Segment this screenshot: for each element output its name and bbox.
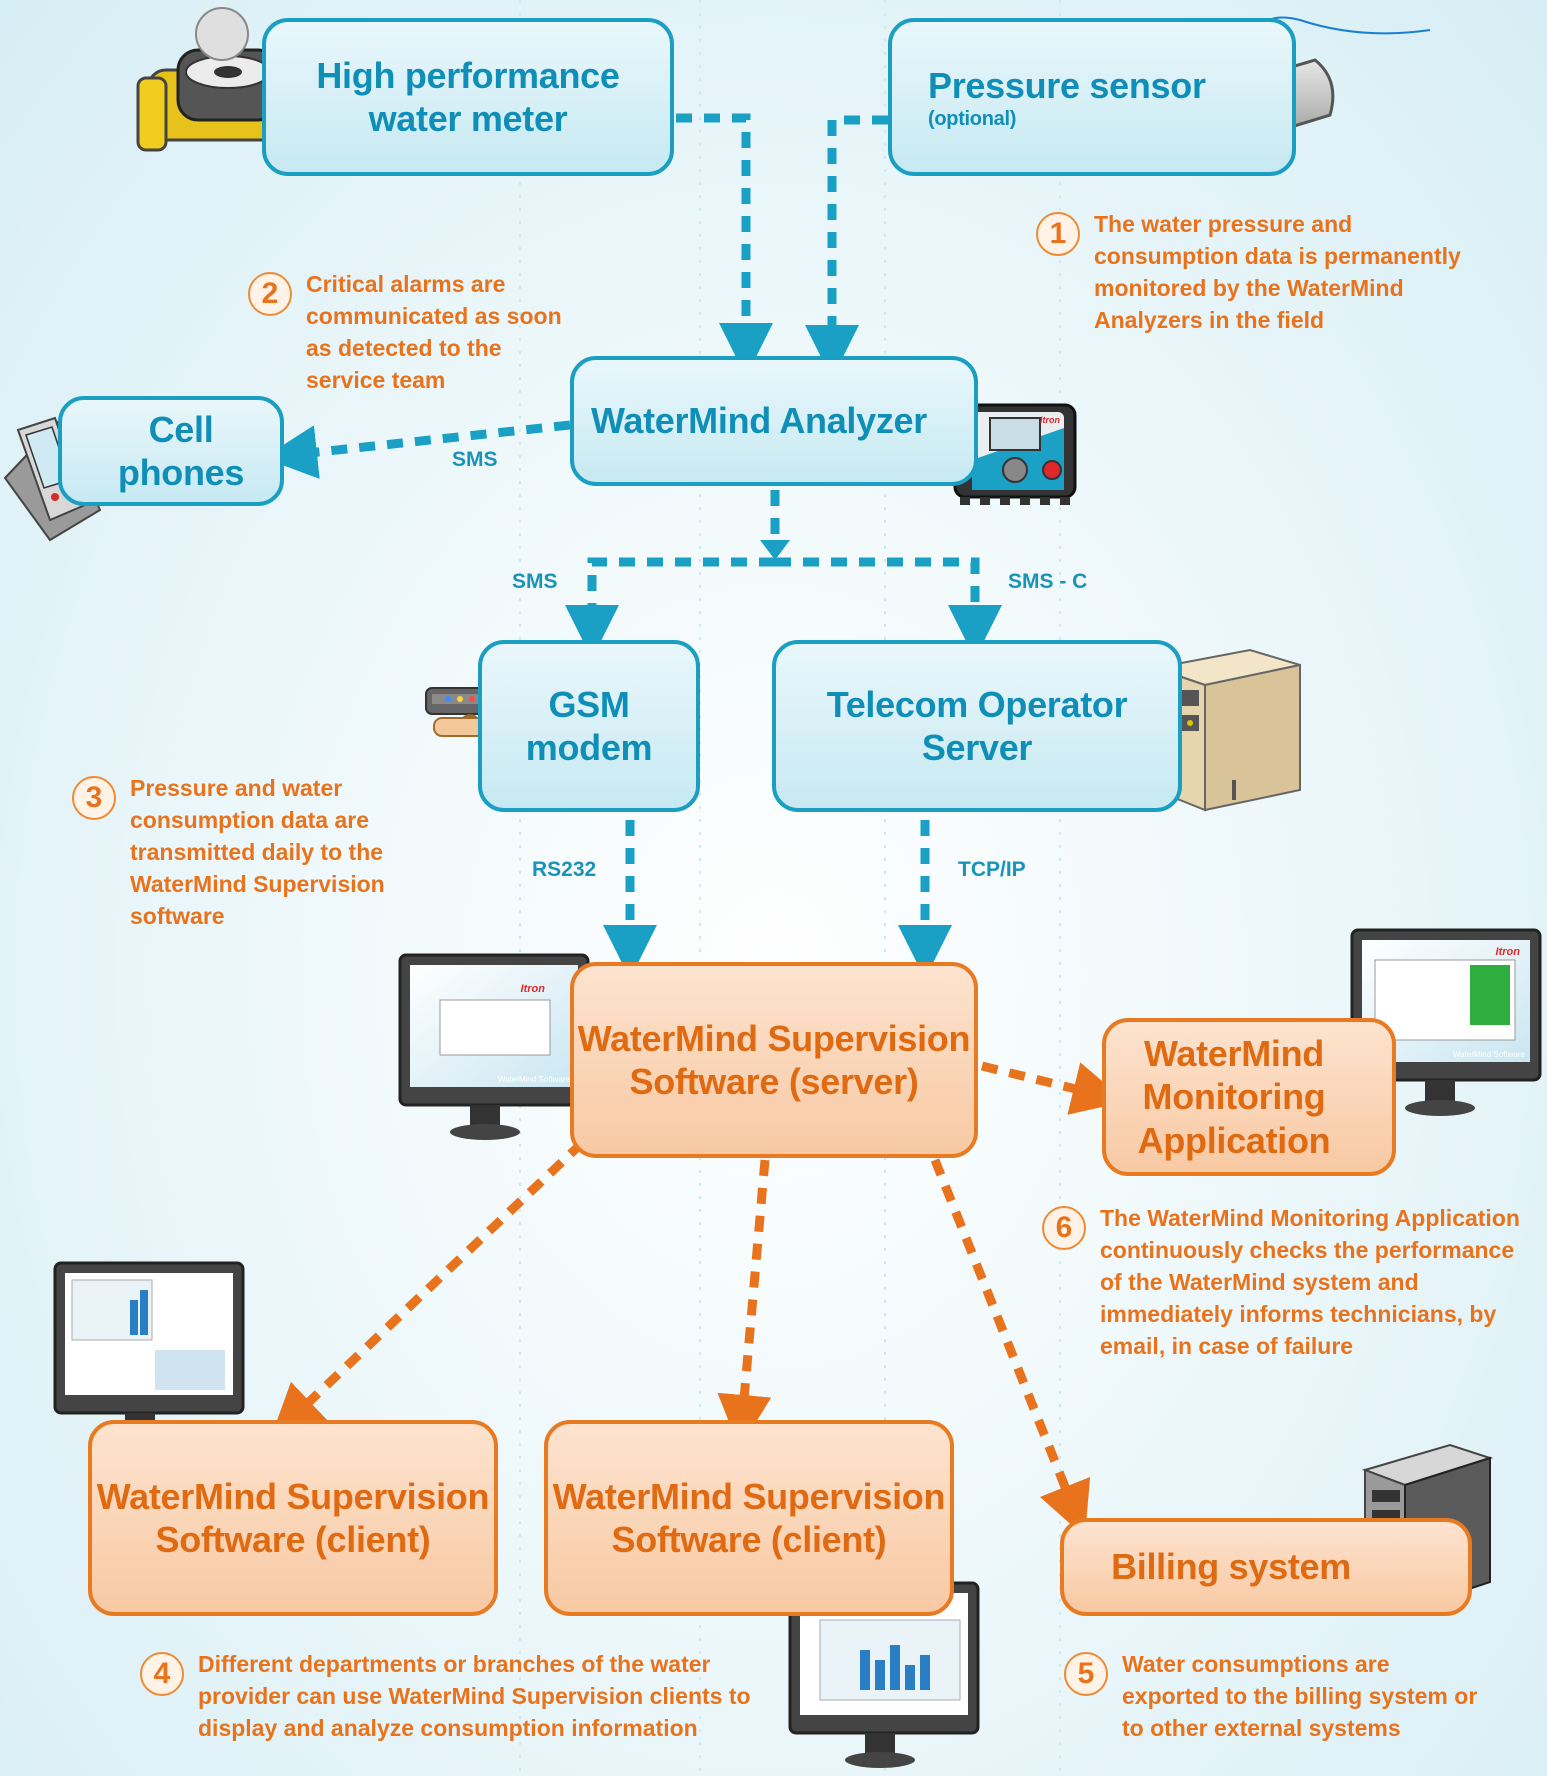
step-2-line: communicated as soon [306,303,562,329]
step-2: 2 Critical alarms are communicated as so… [248,271,562,396]
label-tcp-ip: TCP/IP [958,858,1026,881]
node-telecom-server: Telecom Operator Server [772,640,1182,812]
node-pressure-sensor: Pressure sensor (optional) [888,18,1296,176]
client-left-monitor-icon [53,1261,245,1448]
step-4-badge: 4 [140,1652,184,1696]
analyzer-title: WaterMind Analyzer [591,400,927,442]
step-6-badge: 6 [1042,1206,1086,1250]
step-4-line: display and analyze consumption informat… [198,1715,698,1741]
step-3-text: Pressure and water consumption data are … [130,772,385,932]
step-2-line: Critical alarms are [306,271,506,297]
step-2-text: Critical alarms are communicated as soon… [306,268,562,396]
client-left-line1: WaterMind Supervision [96,1475,490,1517]
link-meter-to-analyzer [676,113,773,377]
supervision-server-line2: Software (server) [629,1061,919,1102]
step-4-line: Different departments or branches of the… [198,1651,711,1677]
link-analyzer-to-phones [263,420,571,479]
step-4: 4 Different departments or branches of t… [140,1651,751,1744]
step-6-line: of the WaterMind system and [1100,1269,1419,1295]
water-meter-icon [136,7,306,152]
water-meter-line1: High performance [316,54,620,96]
step-1-line: The water pressure and [1094,211,1353,237]
step-2-line: as detected to the [306,335,502,361]
step-1-line: consumption data is permanently [1094,243,1461,269]
gsm-modem-line2: modem [525,727,653,768]
monitoring-app-line3: Application [1137,1119,1331,1161]
step-6-line: immediately informs technicians, by [1100,1301,1497,1327]
monitoring-app-monitor-icon: Itron WaterMind Software [1350,928,1542,1116]
client-left-line2: Software (client) [155,1519,431,1560]
telecom-server-line2: Server [921,727,1033,768]
step-2-badge: 2 [248,272,292,316]
step-1-text: The water pressure and consumption data … [1094,208,1461,336]
monitoring-monitor-footer: WaterMind Software [1453,1050,1526,1059]
label-sms-modem: SMS [512,570,558,593]
step-3-line: software [130,903,225,929]
link-server-to-client-middle [717,1159,772,1449]
link-server-to-monitoring [980,1061,1127,1115]
monitoring-app-line1: WaterMind [1144,1033,1324,1075]
step-6-line: continuously checks the performance [1100,1237,1515,1263]
split-arrow-head [760,540,790,560]
water-meter-line2: water meter [368,98,568,139]
link-sensor-to-analyzer [805,115,888,379]
server-monitor-brand: Itron [521,983,546,995]
node-supervision-server: WaterMind Supervision Software (server) [570,962,978,1158]
step-2-line: service team [306,367,446,393]
step-1-line: monitored by the WaterMind [1094,275,1404,301]
client-middle-line1: WaterMind Supervision [552,1475,946,1517]
telecom-server-line1: Telecom Operator [826,683,1128,725]
step-6-line: email, in case of failure [1100,1333,1354,1359]
monitoring-app-line2: Monitoring [1142,1076,1326,1118]
step-1: 1 The water pressure and consumption dat… [1036,211,1461,336]
supervision-server-line1: WaterMind Supervision [577,1017,971,1059]
step-5: 5 Water consumptions are exported to the… [1064,1651,1477,1744]
analyzer-device-icon: Itron [953,403,1077,505]
link-server-to-billing [930,1158,1091,1538]
step-1-badge: 1 [1036,212,1080,256]
step-3-line: consumption data are [130,807,369,833]
step-6-text: The WaterMind Monitoring Application con… [1100,1202,1520,1362]
step-3-line: transmitted daily to the [130,839,384,865]
node-cell-phones: Cell phones [58,396,284,506]
node-client-left: WaterMind Supervision Software (client) [88,1420,498,1616]
step-5-line: exported to the billing system or [1122,1683,1478,1709]
step-4-line: provider can use WaterMind Supervision c… [198,1683,751,1709]
pressure-sensor-title: Pressure sensor [928,65,1206,107]
billing-title: Billing system [1111,1546,1351,1588]
link-split-to-modem [565,557,775,659]
gsm-modem-line1: GSM [548,683,630,725]
link-server-to-client-left [270,1139,586,1439]
node-monitoring-application: WaterMind Monitoring Application [1102,1018,1396,1176]
node-watermind-analyzer: WaterMind Analyzer [570,356,978,486]
label-rs232: RS232 [532,858,597,881]
step-1-line: Analyzers in the field [1094,307,1325,333]
step-5-line: to other external systems [1122,1715,1401,1741]
step-3-line: Pressure and water [130,775,343,801]
label-sms-phones: SMS [452,448,498,471]
server-monitor-icon: Itron WaterMind Software [398,953,590,1140]
step-4-text: Different departments or branches of the… [198,1648,751,1744]
step-3: 3 Pressure and water consumption data ar… [72,775,385,932]
node-client-middle: WaterMind Supervision Software (client) [544,1420,954,1616]
node-water-meter: High performance water meter [262,18,674,176]
server-monitor-footer: WaterMind Software [498,1075,571,1084]
link-split-to-telecom [775,557,1002,659]
node-gsm-modem: GSM modem [478,640,700,812]
pressure-sensor-subtitle: (optional) [928,107,1017,130]
node-billing-system: Billing system [1060,1518,1472,1616]
step-6: 6 The WaterMind Monitoring Application c… [1042,1205,1520,1362]
step-5-line: Water consumptions are [1122,1651,1390,1677]
step-6-line: The WaterMind Monitoring Application [1100,1205,1520,1231]
step-5-text: Water consumptions are exported to the b… [1122,1648,1477,1744]
monitoring-monitor-brand: Itron [1496,946,1521,958]
analyzer-brand-label: Itron [1040,415,1060,425]
label-sms-c-telecom: SMS - C [1008,570,1088,593]
step-5-badge: 5 [1064,1652,1108,1696]
step-3-line: WaterMind Supervision [130,871,385,897]
client-middle-line2: Software (client) [611,1519,887,1560]
step-3-badge: 3 [72,776,116,820]
cell-phones-title: Cell phones [117,408,245,493]
